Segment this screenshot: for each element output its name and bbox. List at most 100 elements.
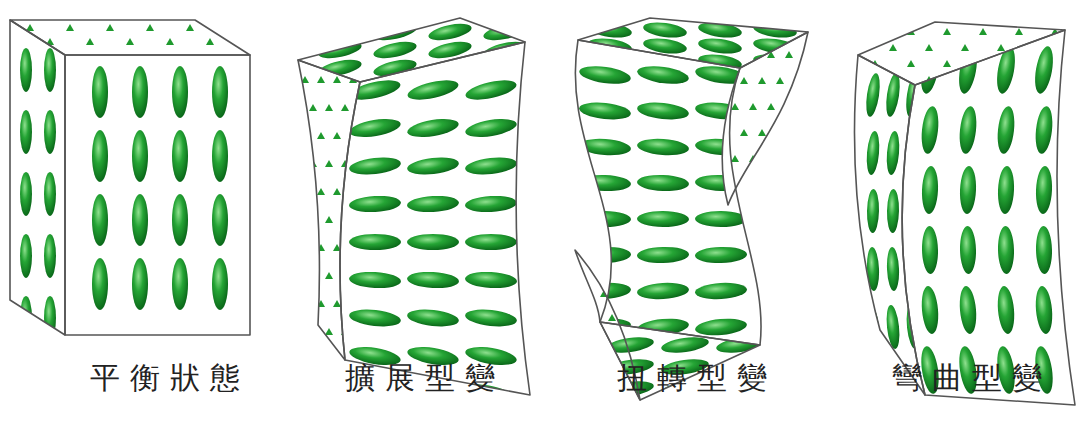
lc-molecule-end bbox=[333, 300, 341, 307]
block-edge bbox=[10, 20, 65, 335]
lc-molecule bbox=[579, 246, 631, 263]
lc-molecule bbox=[636, 137, 689, 157]
lc-molecule bbox=[697, 36, 743, 56]
lc-molecule bbox=[92, 194, 108, 246]
lc-molecule bbox=[317, 57, 363, 80]
molecule-group bbox=[348, 77, 518, 408]
lc-molecule-end bbox=[576, 314, 584, 321]
molecule-layer bbox=[10, 18, 1075, 407]
lc-molecule bbox=[172, 66, 188, 118]
lc-molecule-end bbox=[600, 386, 608, 393]
lc-molecule bbox=[464, 307, 517, 329]
molecule-group bbox=[731, 51, 802, 188]
lc-molecule-end bbox=[206, 38, 214, 45]
lc-molecule bbox=[1035, 226, 1052, 274]
block-outlines bbox=[10, 18, 1075, 405]
lc-molecule bbox=[884, 72, 902, 117]
lc-molecule bbox=[921, 226, 938, 274]
lc-molecule-end bbox=[317, 132, 325, 139]
lc-molecule bbox=[406, 155, 459, 177]
lc-molecule-end bbox=[749, 51, 757, 58]
lc-molecule bbox=[349, 271, 402, 290]
lc-molecule-end bbox=[1015, 28, 1023, 35]
lc-molecule bbox=[864, 72, 882, 117]
lc-molecule-end bbox=[776, 181, 784, 188]
lc-molecule bbox=[44, 172, 56, 216]
lc-molecule bbox=[695, 246, 747, 263]
molecule-group bbox=[92, 66, 228, 310]
lc-molecule-end bbox=[166, 38, 174, 45]
lc-molecule bbox=[867, 189, 880, 233]
lc-molecule bbox=[406, 307, 459, 329]
block-edge bbox=[65, 55, 250, 335]
state-caption: 扭轉型變 bbox=[567, 360, 827, 396]
lc-molecule-end bbox=[317, 76, 325, 83]
lc-molecule bbox=[579, 174, 632, 192]
lc-molecule bbox=[695, 211, 747, 227]
lc-molecule-end bbox=[961, 44, 969, 51]
lc-molecule-end bbox=[309, 104, 317, 111]
state-caption: 平衡狀態 bbox=[40, 360, 300, 396]
lc-molecule bbox=[885, 131, 901, 176]
lc-molecule bbox=[348, 307, 401, 329]
lc-molecule-end bbox=[624, 266, 632, 273]
lc-molecule-end bbox=[624, 314, 632, 321]
lc-molecule bbox=[637, 281, 690, 300]
lc-molecule bbox=[918, 45, 942, 95]
lc-molecule bbox=[865, 131, 881, 176]
lc-molecule bbox=[642, 20, 688, 40]
molecule-group bbox=[26, 24, 234, 45]
lc-molecule bbox=[578, 63, 632, 86]
lc-molecule-end bbox=[758, 77, 766, 84]
lc-molecule-end bbox=[767, 155, 775, 162]
lc-molecule-end bbox=[776, 77, 784, 84]
lc-molecule-end bbox=[301, 188, 309, 195]
lc-molecule bbox=[1032, 45, 1056, 95]
molecule-group bbox=[20, 48, 56, 340]
lc-molecule bbox=[1033, 105, 1054, 154]
lc-molecule bbox=[407, 195, 460, 214]
lc-molecule bbox=[1035, 166, 1053, 215]
lc-molecule bbox=[92, 258, 108, 310]
lc-molecule bbox=[660, 335, 709, 356]
lc-molecule bbox=[920, 285, 940, 334]
lc-molecule bbox=[212, 66, 228, 118]
lc-molecule bbox=[636, 63, 690, 86]
lc-molecule-end bbox=[26, 24, 34, 31]
lc-molecule-end bbox=[740, 181, 748, 188]
lc-molecule-end bbox=[325, 272, 333, 279]
lc-molecule-end bbox=[943, 28, 951, 35]
lc-molecule bbox=[887, 189, 900, 233]
lc-molecule bbox=[349, 195, 402, 214]
lc-molecule bbox=[919, 105, 940, 154]
lc-molecule bbox=[372, 21, 418, 44]
lc-molecule bbox=[695, 281, 748, 300]
lc-molecule bbox=[996, 285, 1016, 334]
lc-molecule bbox=[44, 296, 56, 340]
lc-molecule bbox=[465, 271, 518, 290]
lc-molecule-end bbox=[341, 104, 349, 111]
lc-molecule bbox=[958, 285, 978, 334]
lc-molecule-end bbox=[794, 129, 802, 136]
lc-molecule-end bbox=[226, 24, 234, 31]
lc-molecule-end bbox=[301, 300, 309, 307]
lc-molecule bbox=[406, 77, 460, 104]
lc-molecule bbox=[172, 194, 188, 246]
block-edge bbox=[340, 42, 530, 395]
lc-molecule bbox=[317, 39, 363, 62]
lc-molecule-end bbox=[317, 244, 325, 251]
lc-molecule-end bbox=[325, 328, 333, 335]
lc-molecule-end bbox=[731, 155, 739, 162]
lc-molecule bbox=[212, 258, 228, 310]
lc-molecule-end bbox=[317, 188, 325, 195]
lc-molecule-end bbox=[301, 132, 309, 139]
lc-molecule bbox=[212, 194, 228, 246]
lc-molecule-end bbox=[758, 129, 766, 136]
lc-molecule bbox=[406, 116, 460, 140]
lc-molecule bbox=[637, 211, 689, 227]
lc-molecule bbox=[997, 166, 1015, 215]
lc-molecule bbox=[92, 130, 108, 182]
lc-molecule bbox=[995, 105, 1016, 154]
lc-molecule bbox=[1034, 285, 1054, 334]
lc-molecule bbox=[348, 155, 401, 177]
